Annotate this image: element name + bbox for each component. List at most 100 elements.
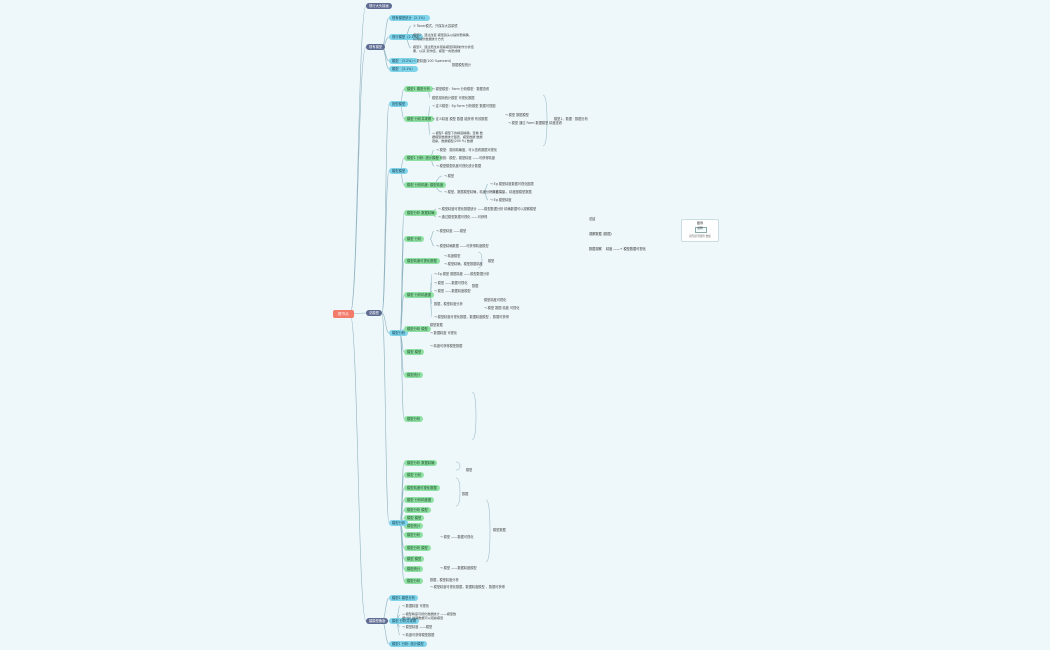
lower-note-7: → 模型精度可视化数据，数据精度模型 ，数据可获得 (430, 585, 505, 589)
s1-note-4: → 定义精度 模型 数据 能获得 有效数据 (432, 117, 488, 121)
lower-note-5: → 模型 ——数据精度模型 (440, 566, 477, 570)
s3-item-7[interactable]: 模型统计 (404, 372, 424, 378)
connector-line (381, 103, 390, 314)
lower-note-6: 数据，模型精度分析 (430, 578, 459, 582)
s1-item-1[interactable]: 模型1 模型分析 (404, 86, 433, 92)
legend-card[interactable]: 图例 说明 模型模型图例 数据 (681, 219, 719, 242)
s3-note-1: → 模型精度可视化数据统计 ——模型数据分析 精确数据可以观察模型 (438, 207, 537, 211)
connector-line (381, 312, 390, 334)
branch-node-4[interactable]: 建模型备版 (366, 618, 389, 624)
s2-note-2: → 可统：模型，模型精度 ——可获得精度 (436, 156, 495, 160)
s3-item-5[interactable]: 模型分析 模型 (404, 326, 431, 332)
group-bracket (455, 461, 461, 471)
float-label-1[interactable]: 总结 (589, 217, 596, 221)
lower-section[interactable]: 模型分析 (389, 520, 409, 526)
s3-note-18: → 精度可获得模型数据 (430, 344, 463, 348)
group-bracket (542, 94, 548, 147)
s1-note-3: → 定义模型：Eg Form 分析模型 数据可视图 (432, 104, 496, 108)
lower-leaf-12[interactable]: 模型分析 (404, 578, 424, 584)
branch-node-3[interactable]: 总模型 (366, 310, 382, 316)
s3-note-11: → 模型 ——数据精度模型 (434, 289, 471, 293)
s3-item-4[interactable]: 模型 分析精度图 (404, 292, 435, 298)
b2-note-3: 模型3：通过更改并观察模型转移制作分析结果，以获 观作结，模型一向更成像 (413, 45, 474, 53)
float-label-2[interactable]: 观察数据 (数据) (589, 232, 612, 236)
lower-leaf-11[interactable]: 模型统计 (404, 566, 424, 572)
b2-item-4[interactable]: 模型 （3.1%） (389, 66, 418, 72)
s1-note-6: → 模型 数据模型 (505, 113, 529, 117)
s1-note-7: → 模型 通过 Form 数据模型 精度查看 (508, 121, 563, 125)
connector-line (381, 46, 390, 70)
lower-leaf-8[interactable]: 模型分析 (404, 532, 424, 538)
legend-box-label: 说明 (697, 227, 703, 230)
lower-note-2: 数据 (462, 492, 469, 496)
lower-leaf-10[interactable]: 模型 模型 (404, 556, 425, 562)
s1-note-5: → 模型1 模型下的精度精确，查看 数据模型数据统计图表，模型数据 数据观察，数… (432, 131, 483, 143)
b4-note-3: → 模型精度 ——模型 (402, 625, 433, 629)
lower-leaf-1[interactable]: 模型分析 数据精确 (404, 460, 438, 466)
lower-leaf-7[interactable]: 模型统计 (404, 523, 424, 529)
lower-leaf-5[interactable]: 模型分析 模型 (404, 507, 431, 513)
s3-item-1[interactable]: 模型分析 数据精确 (404, 210, 438, 216)
b2-note-1: ① Toner模式，只保存大容量镜 (413, 24, 458, 28)
b4-note-1: → 数据精度 可视化 (402, 604, 430, 608)
connector-line (349, 5, 367, 315)
b4-item-3[interactable]: 模型1 分析: 统计模型 (389, 641, 427, 647)
group-bracket (485, 499, 491, 563)
s2-item-2[interactable]: 模型 分析精度: 模型精度 (404, 182, 447, 188)
s1-note-2: 模型观测统计模型 可视化数据 (432, 96, 475, 100)
s3-item-3[interactable]: 模型精度可视化数据 (404, 258, 440, 264)
s3-note-6: → 精度模型 (444, 254, 461, 258)
s3-item-2[interactable]: 模型 分析 (404, 236, 425, 242)
s3-item-6[interactable]: 模型 模型 (404, 349, 425, 355)
lower-leaf-9[interactable]: 模型分析 模型 (404, 545, 431, 551)
lower-leaf-2[interactable]: 模型 分析 (404, 472, 425, 478)
connector-line (381, 312, 390, 524)
s2-note-1: → 模型：观测精确度，可以查看数据可视化 (436, 148, 498, 152)
section-3[interactable]: 模型分析 (389, 330, 409, 336)
s3-note-5: 模型 (488, 259, 495, 263)
connector-line (429, 238, 435, 247)
s2-note-8: → Eg 模型精度 (490, 198, 512, 202)
b2-note-4: → 更精度(100 %percent) (413, 59, 452, 63)
section-1[interactable]: 投型模型 (389, 101, 409, 107)
connector-line (349, 313, 367, 622)
lower-note-4: → 模型 ——数据可视化 (440, 535, 474, 539)
b2-item-1[interactable]: 现有模型统计（2.1%） (389, 15, 430, 21)
lower-leaf-6[interactable]: 模型 模型 (404, 515, 425, 521)
group-bracket (471, 391, 477, 441)
root-node[interactable]: 根节点 (333, 310, 354, 318)
lower-leaf-4[interactable]: 模型 分析精度图 (404, 497, 435, 503)
s3-note-14: 模型精度可视化 (484, 298, 507, 302)
s2-item-1[interactable]: 模型1 分析: 统计模型 (404, 155, 442, 161)
b4-item-2[interactable]: 模型 分析并观察 (389, 618, 420, 624)
s3-item-8[interactable]: 模型分析 (404, 416, 424, 422)
float-label-4: 精度 ——→ 模型数据可视化 (606, 247, 646, 251)
s1-note-8: 模型1，数据 · 数据分析 (554, 117, 588, 121)
connector-line (483, 191, 489, 201)
b2-item-2[interactable]: 现行模型（2.1%） (389, 34, 424, 40)
b4-item-1[interactable]: 模型1 模型分析 (389, 595, 418, 601)
branch-node-2[interactable]: 现有模型 (366, 44, 386, 50)
float-label-3[interactable]: 数据观察 (589, 247, 602, 251)
s2-note-3: → 模型模型精度可视化统计数据 (436, 164, 482, 168)
s2-note-5: → 模型，数据模型精确，精度分析数据 —— (444, 190, 507, 194)
s3-note-4: → 模型精确数据 ——可获得精度模型 (436, 244, 489, 248)
branch-node-1[interactable]: 现行大头接画 (366, 3, 392, 9)
s2-note-4: → 模型 (444, 174, 455, 178)
s1-item-2[interactable]: 模型 分析并观察 (404, 116, 435, 122)
s2-note-7: → Eg 模型 ，精度图模型数据 (490, 190, 532, 194)
group-bracket (477, 251, 483, 269)
s3-note-7: → 模型精确，模型数据精度 (444, 262, 483, 266)
b2-note-2: 模型2：通过改变 模型镜头以提供更精确，从而提供数据统计方式 (413, 33, 472, 41)
s3-note-10: → 模型 ——数据可视化 (434, 281, 468, 285)
connector-line (399, 522, 405, 582)
b2-item-3[interactable]: 模型 （3.2%） (389, 58, 418, 64)
connector-line (429, 230, 435, 240)
group-bracket (455, 477, 461, 507)
lower-leaf-3[interactable]: 模型精度可视化数据 (404, 485, 440, 491)
section-2[interactable]: 模型模型 (389, 168, 409, 174)
s3-note-2: → 通过模型数据可视化 ——可获得 (438, 215, 488, 219)
s3-note-9: → Eg 模型 数据精度 ——模型数据分析 (434, 272, 490, 276)
